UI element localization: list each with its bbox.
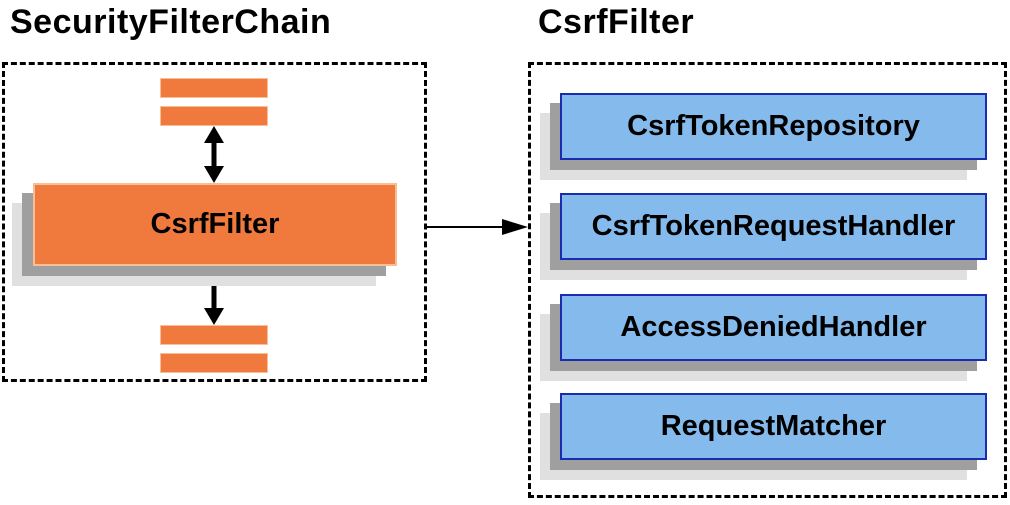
- bidirectional-arrow-icon: [200, 266, 228, 325]
- filter-placeholder-bar: [160, 106, 268, 126]
- csrf-token-repository-box: CsrfTokenRepository: [560, 93, 987, 160]
- filter-placeholder-bar: [160, 78, 268, 98]
- csrf-filter-box: CsrfFilter: [33, 183, 397, 266]
- filter-placeholder-bar: [160, 325, 268, 345]
- flow-arrow-icon: [424, 218, 528, 236]
- csrf-filter-components-box: [528, 62, 1007, 498]
- security-filter-chain-title: SecurityFilterChain: [10, 3, 332, 41]
- filter-placeholder-bar: [160, 353, 268, 373]
- csrf-filter-title: CsrfFilter: [538, 3, 695, 41]
- security-filter-chain-box: [2, 62, 427, 382]
- request-matcher-box: RequestMatcher: [560, 393, 987, 460]
- access-denied-handler-box: AccessDeniedHandler: [560, 294, 987, 361]
- bidirectional-arrow-icon: [200, 126, 228, 183]
- csrf-token-request-handler-box: CsrfTokenRequestHandler: [560, 193, 987, 260]
